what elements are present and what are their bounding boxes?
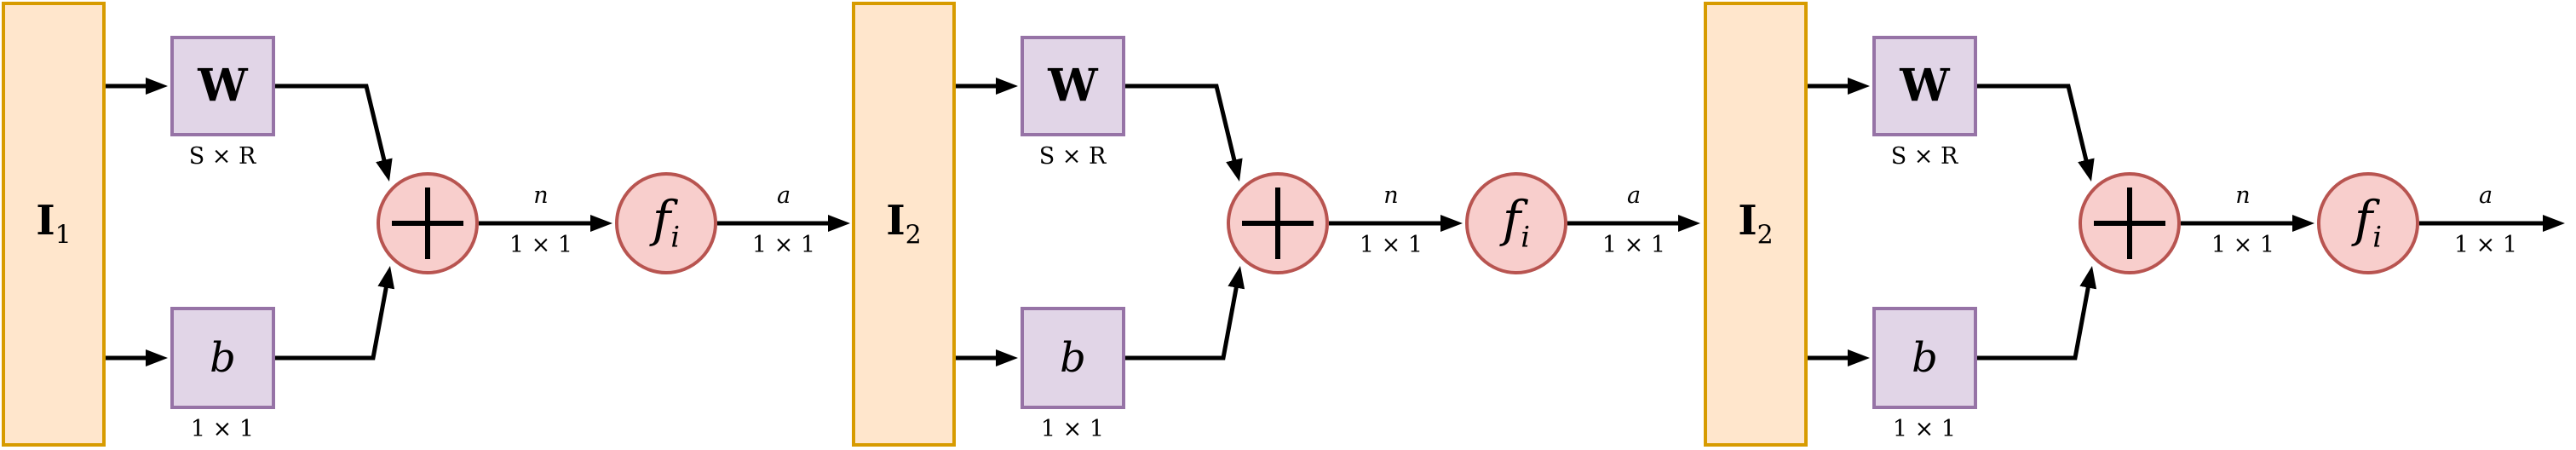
net-signal-dimension: 1 × 1 <box>509 232 573 258</box>
input-label: I2 <box>1738 196 1774 251</box>
net-signal-label: n <box>2235 182 2251 209</box>
bias-box: b <box>1872 307 1977 409</box>
stage-2: I2 W S × R b 1 × 1 fi n 1 × 1 a 1 × 1 <box>850 0 1728 450</box>
output-signal-dimension: 1 × 1 <box>2453 232 2518 258</box>
arrow-bias-to-sum <box>275 265 395 361</box>
weight-matrix-box: W <box>1872 36 1977 136</box>
output-signal-label: a <box>1626 182 1642 209</box>
net-signal-label: n <box>1383 182 1399 209</box>
input-vector-box: I1 <box>2 2 106 447</box>
output-signal-label: a <box>2478 182 2493 209</box>
arrow-weight-to-sum <box>1977 84 2095 182</box>
output-signal-dimension: 1 × 1 <box>1601 232 1666 258</box>
activation-label: fi <box>652 190 681 255</box>
bias-label: b <box>210 334 236 382</box>
input-vector-box: I2 <box>1704 2 1808 447</box>
bias-box: b <box>1021 307 1125 409</box>
weight-dimension: S × R <box>1890 143 1958 170</box>
plus-icon <box>2094 188 2165 259</box>
activation-label: fi <box>1502 190 1531 255</box>
activation-label: fi <box>2354 190 2383 255</box>
stage-3-wires <box>1808 78 2565 366</box>
stage-3: I2 W S × R b 1 × 1 fi n 1 × 1 a 1 × 1 <box>1702 0 2576 450</box>
weight-dimension: S × R <box>1038 143 1107 170</box>
arrow-bias-to-sum <box>1977 265 2097 361</box>
arrow-weight-to-sum <box>1125 84 1243 182</box>
weight-label: W <box>198 60 248 112</box>
activation-node: fi <box>2317 172 2419 274</box>
input-label: I1 <box>36 196 72 251</box>
bias-dimension: 1 × 1 <box>190 416 255 442</box>
activation-node: fi <box>615 172 717 274</box>
input-label: I2 <box>886 196 922 251</box>
stage-1-wires <box>106 78 850 366</box>
weight-matrix-box: W <box>170 36 275 136</box>
plus-icon <box>1242 188 1314 259</box>
weight-label: W <box>1900 60 1950 112</box>
bias-label: b <box>1060 334 1086 382</box>
activation-node: fi <box>1465 172 1567 274</box>
arrow-weight-to-sum <box>275 84 393 182</box>
bias-dimension: 1 × 1 <box>1892 416 1957 442</box>
bias-box: b <box>170 307 275 409</box>
output-signal-dimension: 1 × 1 <box>751 232 816 258</box>
arrow-bias-to-sum <box>1125 265 1245 361</box>
sum-node <box>2079 172 2181 274</box>
net-signal-dimension: 1 × 1 <box>2211 232 2275 258</box>
net-signal-label: n <box>533 182 549 209</box>
sum-node <box>1227 172 1329 274</box>
bias-label: b <box>1912 334 1938 382</box>
output-signal-label: a <box>776 182 791 209</box>
input-vector-box: I2 <box>852 2 956 447</box>
sum-node <box>377 172 479 274</box>
weight-label: W <box>1048 60 1098 112</box>
plus-icon <box>392 188 463 259</box>
weight-matrix-box: W <box>1021 36 1125 136</box>
stage-1: I1 W S × R b 1 × 1 fi n 1 × 1 a 1 × 1 <box>0 0 877 450</box>
weight-dimension: S × R <box>188 143 256 170</box>
net-signal-dimension: 1 × 1 <box>1359 232 1423 258</box>
stage-2-wires <box>956 78 1700 366</box>
bias-dimension: 1 × 1 <box>1040 416 1105 442</box>
